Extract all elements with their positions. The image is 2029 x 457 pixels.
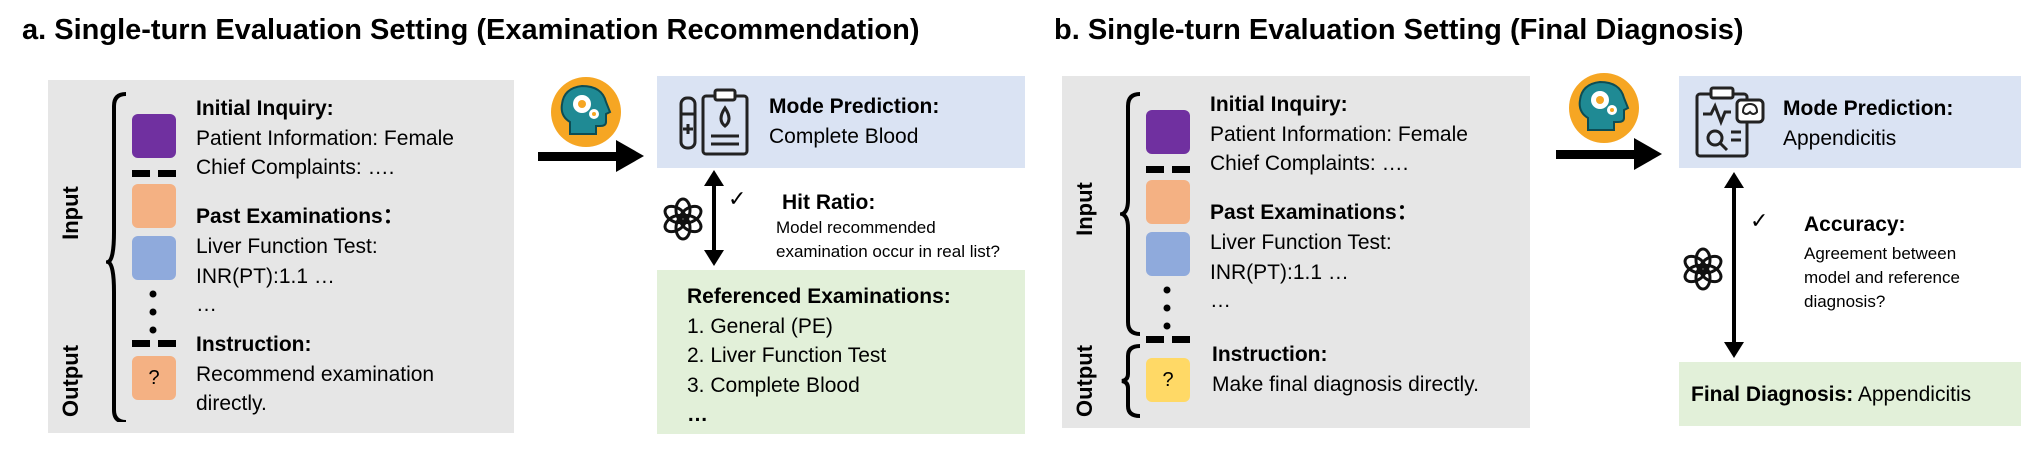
accuracy-line3: diagnosis? xyxy=(1804,292,1886,311)
output-brace xyxy=(1121,344,1141,418)
past-exam-square-orange xyxy=(1146,180,1190,224)
instruction-line2: directly. xyxy=(196,392,267,415)
hit-ratio-line1: Model recommended xyxy=(776,218,936,237)
input-brace-path xyxy=(106,92,127,422)
diagnosis-clipboard-icon xyxy=(1695,86,1765,158)
final-diagnosis-heading: Final Diagnosis: xyxy=(1691,383,1854,406)
brain-head-icon xyxy=(1569,73,1639,143)
chief-complaints: Chief Complaints: …. xyxy=(196,156,395,179)
brain-head-icon xyxy=(551,77,621,147)
reference-item-1: 1. General (PE) xyxy=(687,315,833,338)
prediction-value: Complete Blood xyxy=(769,125,919,148)
input-label: Input xyxy=(58,186,83,240)
dash-left-2 xyxy=(1146,336,1164,343)
prediction-heading: Mode Prediction: xyxy=(1783,97,1954,120)
past-exam-square-blue xyxy=(1146,232,1190,276)
arrow-right-icon xyxy=(538,140,644,172)
double-arrow-vertical-icon xyxy=(704,170,724,266)
check-icon: ✓ xyxy=(728,186,747,211)
past-exams-heading: Past Examinations： xyxy=(196,205,404,228)
accuracy-heading: Accuracy: xyxy=(1804,213,1906,236)
reference-heading: Referenced Examinations: xyxy=(687,285,951,308)
dash-right-2 xyxy=(1172,336,1190,343)
liver-test: Liver Function Test: xyxy=(1210,231,1392,254)
final-diagnosis-line: Final Diagnosis: Appendicitis xyxy=(1691,380,1971,409)
vertical-dots xyxy=(149,290,157,334)
dash-right xyxy=(1172,166,1190,173)
dash-left xyxy=(1146,166,1164,173)
lab-clipboard-icon xyxy=(679,88,749,156)
accuracy-line1: Agreement between xyxy=(1804,244,1957,263)
patient-info: Patient Information: Female xyxy=(1210,123,1468,146)
panel-a-prediction-box: Mode Prediction: Complete Blood xyxy=(657,76,1025,168)
input-brace-path xyxy=(1120,92,1141,336)
liver-test: Liver Function Test: xyxy=(196,235,378,258)
panel-b-final-diagnosis-box: Final Diagnosis: Appendicitis xyxy=(1679,362,2021,426)
openai-logo-icon xyxy=(663,197,703,241)
input-brace xyxy=(1120,92,1141,336)
double-arrow-vertical-icon xyxy=(1724,172,1744,358)
instruction-square: ? xyxy=(1146,358,1190,402)
hit-ratio-heading: Hit Ratio: xyxy=(782,191,876,214)
inr: INR(PT):1.1 … xyxy=(196,265,335,288)
dash-left-2 xyxy=(132,340,150,347)
panel-b-title: b. Single-turn Evaluation Setting (Final… xyxy=(1054,14,1744,46)
output-label: Output xyxy=(1072,344,1097,418)
input-brace xyxy=(106,92,127,422)
panel-a-input-box: Input Output ? Initial Inquiry: Patient … xyxy=(48,80,514,433)
final-diagnosis-value: Appendicitis xyxy=(1857,383,1972,406)
openai-logo-icon xyxy=(1683,247,1723,291)
ellipsis: … xyxy=(1210,289,1231,312)
instruction-heading: Instruction: xyxy=(1212,343,1328,366)
input-label: Input xyxy=(1072,182,1097,236)
instruction-heading: Instruction: xyxy=(196,333,312,356)
instruction-line1: Recommend examination xyxy=(196,363,435,386)
initial-inquiry-square xyxy=(132,114,176,158)
initial-inquiry-heading: Initial Inquiry: xyxy=(1210,93,1348,116)
panel-a-reference-box: Referenced Examinations: 1. General (PE)… xyxy=(657,270,1025,434)
initial-inquiry-heading: Initial Inquiry: xyxy=(196,97,334,120)
check-icon: ✓ xyxy=(1750,208,1769,233)
past-exam-square-orange xyxy=(132,184,176,228)
ellipsis: … xyxy=(196,293,217,316)
past-exam-square-blue xyxy=(132,236,176,280)
chief-complaints: Chief Complaints: …. xyxy=(1210,152,1409,175)
panel-a-title: a. Single-turn Evaluation Setting (Exami… xyxy=(22,14,920,46)
inr: INR(PT):1.1 … xyxy=(1210,261,1349,284)
panel-b-input-box: Input Output ? Initial Inquiry: Patient … xyxy=(1062,76,1530,428)
prediction-heading: Mode Prediction: xyxy=(769,95,940,118)
dash-left xyxy=(132,170,150,177)
accuracy-line2: model and reference xyxy=(1804,268,1960,287)
reference-item-3: 3. Complete Blood xyxy=(687,374,860,397)
hit-ratio-line2: examination occur in real list? xyxy=(776,242,1000,261)
vertical-dots xyxy=(1163,286,1171,330)
patient-info: Patient Information: Female xyxy=(196,127,454,150)
prediction-value: Appendicitis xyxy=(1783,127,1897,150)
dash-right xyxy=(158,170,176,177)
panel-b-prediction-box: Mode Prediction: Appendicitis xyxy=(1679,76,2021,168)
instruction-line1: Make final diagnosis directly. xyxy=(1212,373,1479,396)
dash-right-2 xyxy=(158,340,176,347)
past-exams-heading: Past Examinations： xyxy=(1210,201,1418,224)
arrow-right-icon xyxy=(1556,138,1662,170)
output-brace-path xyxy=(1121,344,1141,418)
instruction-square: ? xyxy=(132,356,176,400)
initial-inquiry-square xyxy=(1146,110,1190,154)
reference-more: … xyxy=(687,403,708,426)
output-label: Output xyxy=(58,344,83,418)
reference-item-2: 2. Liver Function Test xyxy=(687,344,887,367)
